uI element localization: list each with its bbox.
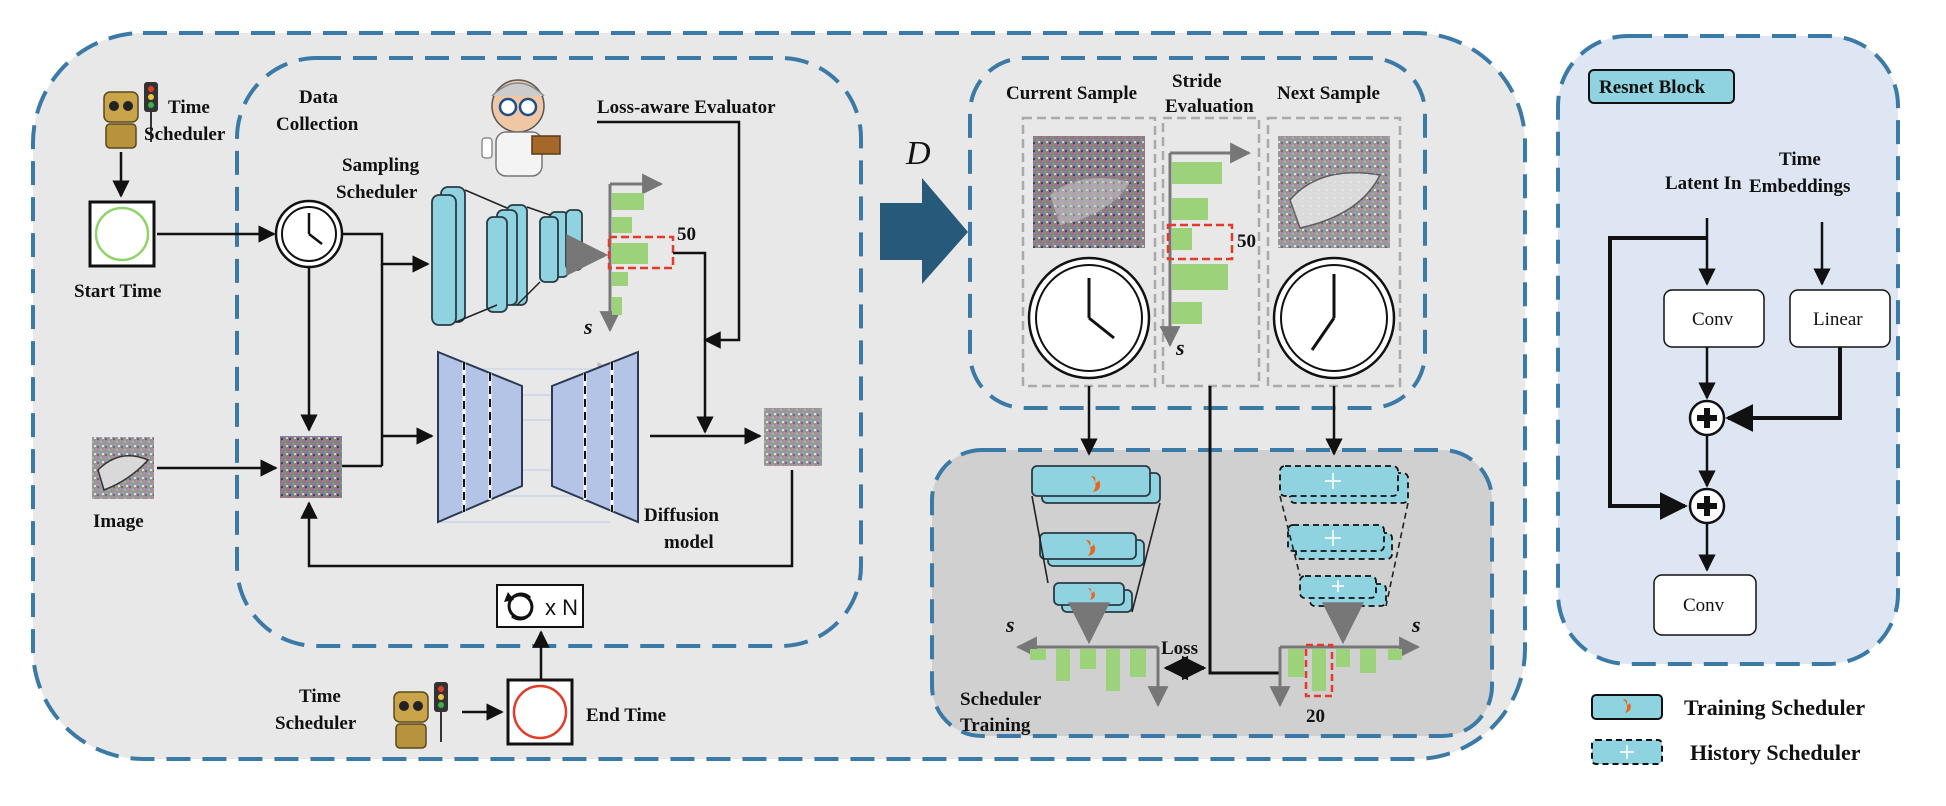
time-embeddings-label-2: Embeddings <box>1749 176 1850 197</box>
sampling-scheduler-label-2: Scheduler <box>336 182 418 203</box>
start-time-box <box>88 200 156 268</box>
training-s-symbol-right: s <box>1411 612 1421 637</box>
plus-icon-bottom <box>1688 487 1726 525</box>
legend-history-label: History Scheduler <box>1690 740 1861 765</box>
next-sample-image <box>1278 136 1390 248</box>
clock-icon-current <box>1027 256 1151 380</box>
snowflake-icon <box>1325 473 1344 592</box>
sampling-scheduler-label-1: Sampling <box>342 155 420 176</box>
conv-bottom-label: Conv <box>1683 595 1725 616</box>
conv-top-label: Conv <box>1692 309 1734 330</box>
end-time-circle <box>512 684 568 740</box>
stride-evaluation-label-2: Evaluation <box>1165 96 1254 117</box>
big-arrow <box>880 178 968 284</box>
clock-icon-collection <box>274 199 344 269</box>
start-time-label: Start Time <box>74 281 161 302</box>
training-s-symbol-left: s <box>1005 612 1015 637</box>
end-time-box <box>506 678 574 746</box>
history-scheduler-lines <box>1279 495 1409 607</box>
data-collection-label-1: Data <box>299 87 339 108</box>
plus-icon-top <box>1688 399 1726 437</box>
d-symbol: D <box>905 135 931 172</box>
training-value-label: 20 <box>1306 706 1325 727</box>
stride-bars <box>1172 162 1228 324</box>
current-sample-label: Current Sample <box>1006 83 1137 104</box>
conv-top-box <box>1663 289 1765 348</box>
scheduler-training-label-1: Scheduler <box>960 689 1042 710</box>
sample-evaluation-panel <box>968 56 1427 410</box>
loop-box <box>496 584 584 628</box>
legend-training-label: Training Scheduler <box>1684 695 1865 720</box>
time-scheduler-bottom-label-1: Time <box>299 686 341 707</box>
next-sample-label: Next Sample <box>1277 83 1380 104</box>
time-scheduler-top-label-1: Time <box>168 97 210 118</box>
diffusion-model-label-2: model <box>664 532 714 553</box>
training-scheduler-lines <box>1031 495 1161 613</box>
linear-label: Linear <box>1813 309 1863 330</box>
latent-in-label: Latent In <box>1665 173 1742 194</box>
end-time-label: End Time <box>586 705 666 726</box>
stride-highlight-box <box>1166 223 1234 261</box>
scheduler-training-panel <box>930 448 1494 738</box>
conv-bottom-box <box>1653 574 1757 636</box>
robot-icon-bottom <box>393 682 448 749</box>
loss-label: Loss <box>1161 638 1198 659</box>
data-collection-label-2: Collection <box>276 114 359 135</box>
legend-fire-icon <box>1623 699 1631 713</box>
image-label: Image <box>93 511 144 532</box>
fire-icon <box>1086 476 1101 600</box>
start-time-circle <box>94 206 150 262</box>
diffusion-model-label-1: Diffusion <box>644 505 719 526</box>
resnet-title-badge <box>1588 69 1735 104</box>
clock-icon-next <box>1272 256 1396 380</box>
legend-training-swatch <box>1591 694 1663 720</box>
diffusion-unet <box>437 350 639 524</box>
training-scheduler-stack <box>1031 465 1161 613</box>
eval-s-symbol: s <box>583 314 593 339</box>
sampling-scheduler-connector-lines <box>455 189 551 323</box>
scientist-icon <box>481 79 561 177</box>
training-highlight-box <box>1304 643 1334 698</box>
eval-bars <box>612 193 648 315</box>
time-scheduler-bottom-label-2: Scheduler <box>275 713 357 734</box>
stride-evaluation-label-1: Stride <box>1172 71 1222 92</box>
denoised-output <box>764 408 822 466</box>
resnet-title: Resnet Block <box>1599 77 1706 98</box>
time-scheduler-top-label-2: Scheduler <box>144 124 226 145</box>
training-bars-right <box>1288 649 1402 691</box>
legend-snowflake-icon <box>1620 745 1634 759</box>
image-thumbnail <box>92 437 154 499</box>
scheduler-training-label-2: Training <box>960 715 1031 736</box>
time-embeddings-label-1: Time <box>1779 149 1821 170</box>
noisy-latent <box>280 436 342 498</box>
current-sample-image <box>1033 136 1145 248</box>
loop-label: x N <box>545 595 578 620</box>
stride-s-symbol: s <box>1175 335 1185 360</box>
robot-icon <box>103 82 158 149</box>
training-bars-left <box>1030 649 1146 691</box>
stride-value-label: 50 <box>1237 231 1256 252</box>
eval-value-label: 50 <box>677 224 696 245</box>
loss-aware-evaluator-label: Loss-aware Evaluator <box>597 97 776 118</box>
